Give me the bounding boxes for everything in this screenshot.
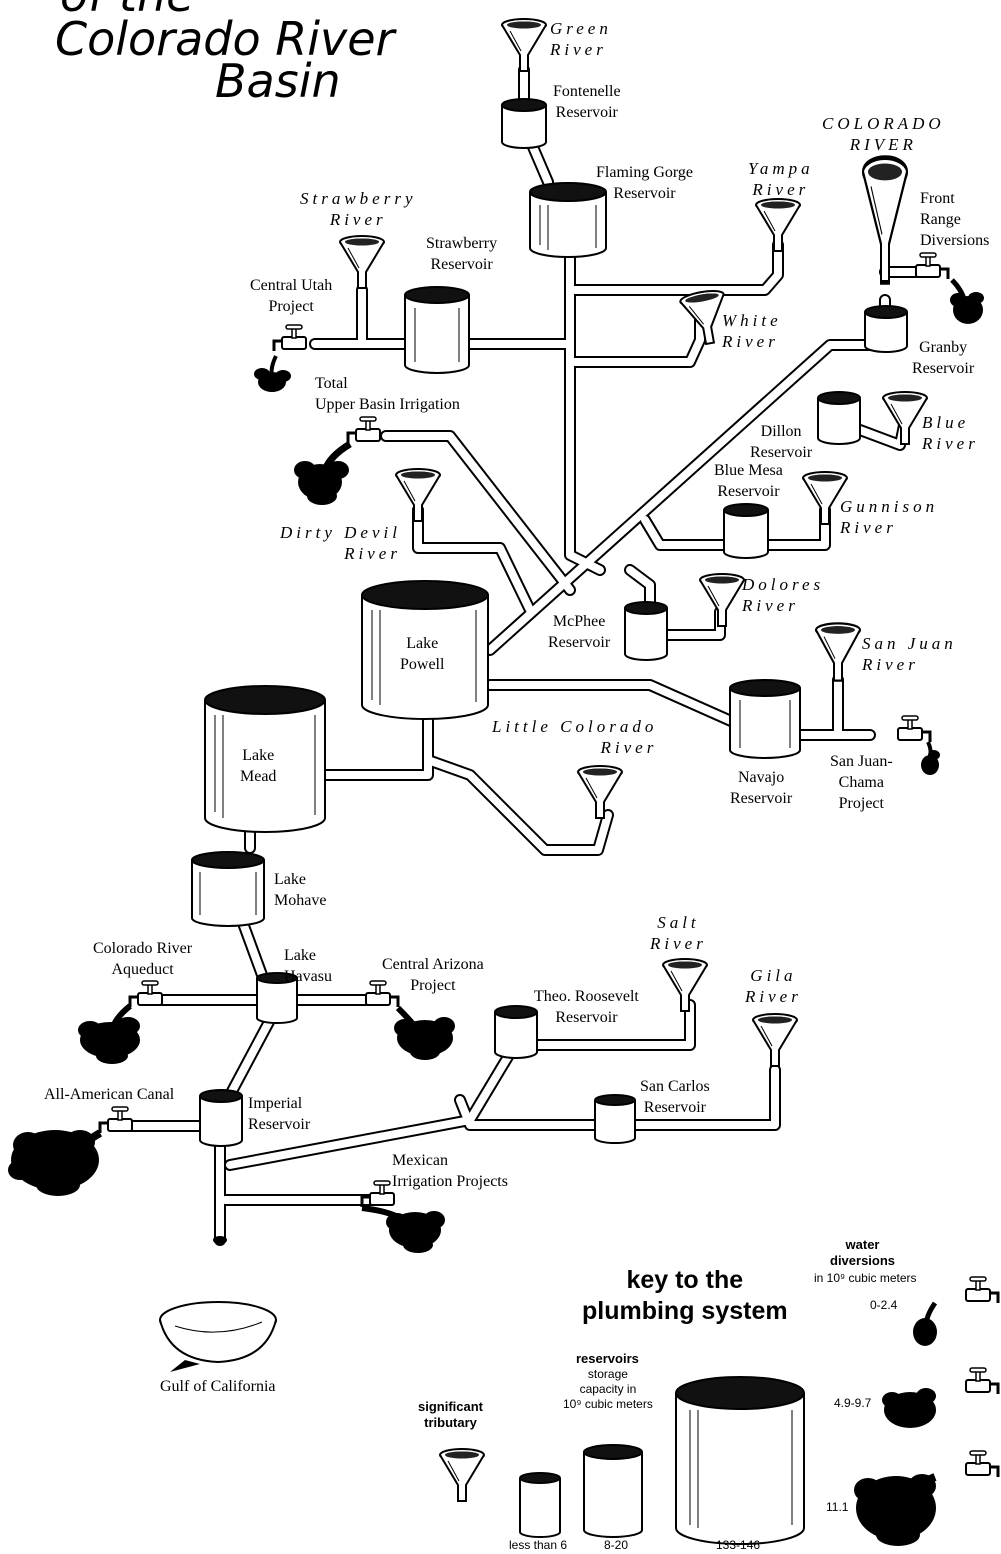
label-front-range-diversions: Front Range Diversions bbox=[920, 190, 990, 249]
label-theo-roosevelt-reservoir: Theo. Roosevelt Reservoir bbox=[534, 988, 639, 1026]
label-strawberry-river: Strawberry River bbox=[300, 189, 417, 229]
key-diversion-large-range: 11.1 bbox=[826, 1500, 849, 1514]
title-line-2: Colorado River bbox=[55, 12, 395, 66]
label-lake-havasu: Lake Havasu bbox=[284, 947, 332, 985]
label-lake-mead: Lake Mead bbox=[240, 747, 277, 785]
label-mexican-irrigation-projects: Mexican Irrigation Projects bbox=[392, 1152, 508, 1190]
faucets bbox=[8, 251, 984, 1253]
key-title: key to the plumbing system bbox=[582, 1266, 788, 1325]
label-lake-mohave: Lake Mohave bbox=[274, 871, 327, 909]
label-dolores-river: Dolores River bbox=[742, 575, 825, 615]
label-navajo-reservoir: Navajo Reservoir bbox=[730, 769, 793, 807]
key-reservoir-large-range: 133-146 bbox=[716, 1538, 761, 1552]
label-colorado-river-aqueduct: Colorado River Aqueduct bbox=[93, 940, 193, 978]
label-strawberry-reservoir: Strawberry Reservoir bbox=[426, 235, 498, 273]
label-all-american-canal: All-American Canal bbox=[44, 1086, 175, 1103]
label-colorado-river: COLORADO RIVER bbox=[822, 114, 945, 154]
title-line-1: of the bbox=[60, 0, 194, 20]
key-diversion-medium-range: 4.9-9.7 bbox=[834, 1396, 872, 1410]
key-reservoirs-subheading: storage capacity in 10⁹ cubic meters bbox=[563, 1367, 653, 1411]
label-gunnison-river: Gunnison River bbox=[840, 497, 939, 537]
key-diversions-subheading: in 10⁹ cubic meters bbox=[814, 1271, 917, 1285]
label-central-utah-project: Central Utah Project bbox=[250, 277, 333, 315]
label-central-arizona-project: Central Arizona Project bbox=[382, 956, 484, 994]
label-green-river: Green River bbox=[550, 19, 612, 59]
label-mcphee-reservoir: McPhee Reservoir bbox=[548, 613, 611, 651]
label-blue-mesa-reservoir: Blue Mesa Reservoir bbox=[714, 462, 783, 500]
label-yampa-river: Yampa River bbox=[748, 159, 814, 199]
key-diversion-small-range: 0-2.4 bbox=[870, 1298, 898, 1312]
label-total-upper-basin-irrigation: Total Upper Basin Irrigation bbox=[315, 375, 460, 413]
label-imperial-reservoir: Imperial Reservoir bbox=[248, 1095, 311, 1133]
label-fontenelle-reservoir: Fontenelle Reservoir bbox=[553, 83, 621, 121]
key-reservoir-medium-range: 8-20 bbox=[604, 1538, 629, 1552]
key-reservoirs-heading: reservoirs bbox=[576, 1351, 639, 1366]
label-gulf-of-california: Gulf of California bbox=[160, 1378, 276, 1395]
key-tributary-heading: significant tributary bbox=[418, 1399, 484, 1430]
label-san-carlos-reservoir: San Carlos Reservoir bbox=[640, 1078, 710, 1116]
label-granby-reservoir: Granby Reservoir bbox=[912, 339, 975, 377]
label-san-juan-river: San Juan River bbox=[862, 634, 957, 674]
label-lake-powell: Lake Powell bbox=[400, 635, 445, 673]
label-little-colorado-river: Little Colorado River bbox=[492, 717, 658, 757]
label-white-river: White River bbox=[722, 311, 782, 351]
key-diversions-heading: water diversions bbox=[830, 1237, 896, 1268]
title-line-3: Basin bbox=[215, 54, 341, 108]
key-reservoir-small-range: less than 6 bbox=[509, 1538, 568, 1552]
gulf-basin bbox=[159, 1301, 277, 1372]
label-dillon-reservoir: Dillon Reservoir bbox=[750, 423, 813, 461]
label-blue-river: Blue River bbox=[922, 413, 979, 453]
label-gila-river: Gila River bbox=[745, 966, 802, 1006]
label-san-juan-chama-project: San Juan- Chama Project bbox=[830, 753, 893, 812]
label-flaming-gorge-reservoir: Flaming Gorge Reservoir bbox=[596, 164, 694, 202]
key-icons bbox=[439, 1275, 1000, 1546]
label-dirty-devil-river: Dirty Devil River bbox=[280, 523, 401, 563]
label-salt-river: Salt River bbox=[650, 913, 707, 953]
